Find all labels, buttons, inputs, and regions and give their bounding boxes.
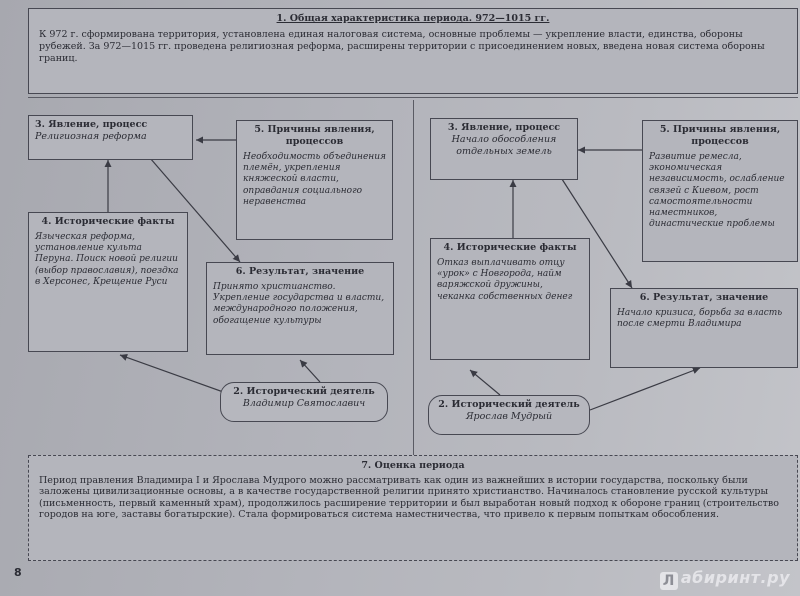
watermark-text: абиринт.ру: [680, 568, 790, 587]
left-phenomenon-title: 3. Явление, процесс: [35, 119, 148, 130]
left-figure-title: 2. Исторический деятель: [233, 386, 375, 397]
left-result-box: 6. Результат, значение Принято христианс…: [206, 262, 394, 355]
right-result-box: 6. Результат, значение Начало кризиса, б…: [610, 288, 798, 368]
right-figure-name: Ярослав Мудрый: [465, 410, 553, 422]
section-1-box: 1. Общая характеристика периода. 972—101…: [28, 8, 798, 94]
left-causes-text: Необходимость объединения племён, укрепл…: [243, 151, 386, 207]
page-number: 8: [14, 566, 22, 579]
left-phenomenon-box: 3. Явление, процесс Религиозная реформа: [28, 115, 193, 160]
section-1-text: К 972 г. сформирована территория, устано…: [39, 28, 765, 64]
section-7-box: 7. Оценка периода Период правления Влади…: [28, 455, 798, 561]
right-facts-title: 4. Исторические факты: [443, 242, 577, 253]
right-phenomenon-text: Начало обособления отдельных земель: [451, 133, 557, 157]
left-result-title: 6. Результат, значение: [235, 266, 365, 277]
right-facts-text: Отказ выплачивать отцу «урок» с Новгород…: [437, 257, 573, 302]
left-result-text: Принято христианство. Укрепление государ…: [213, 281, 385, 326]
right-phenomenon-title: 3. Явление, процесс: [447, 122, 561, 133]
left-phenomenon-text: Религиозная реформа: [35, 130, 147, 142]
section-7-text: Период правления Владимира I и Ярослава …: [39, 474, 779, 521]
right-causes-box: 5. Причины явления, процессов Развитие р…: [642, 120, 798, 262]
right-causes-title: 5. Причины явления, процессов: [659, 124, 781, 147]
left-facts-text: Языческая реформа, установление культа П…: [35, 231, 179, 287]
arrow-left-figure-to-result: [299, 359, 321, 383]
vertical-divider: [413, 100, 414, 455]
left-facts-box: 4. Исторические факты Языческая реформа,…: [28, 212, 188, 352]
section-7-title: 7. Оценка периода: [361, 460, 465, 471]
arrow-left-phenomenon-to-result: [149, 157, 241, 263]
left-causes-box: 5. Причины явления, процессов Необходимо…: [236, 120, 393, 240]
left-figure-name: Владимир Святославич: [242, 397, 366, 409]
left-causes-title: 5. Причины явления, процессов: [254, 124, 375, 147]
horizontal-divider: [28, 97, 798, 98]
arrow-right-figure-to-facts: [469, 369, 501, 396]
right-result-title: 6. Результат, значение: [639, 292, 769, 303]
right-facts-box: 4. Исторические факты Отказ выплачивать …: [430, 238, 590, 360]
right-result-text: Начало кризиса, борьба за власть после с…: [617, 307, 783, 330]
arrow-right-figure-to-result: [589, 367, 701, 411]
right-causes-text: Развитие ремесла, экономическая независи…: [649, 151, 785, 230]
left-facts-title: 4. Исторические факты: [41, 216, 175, 227]
watermark-logo-icon: Л: [659, 572, 678, 590]
right-phenomenon-box: 3. Явление, процесс Начало обособления о…: [430, 118, 578, 180]
left-figure-pill: 2. Исторический деятель Владимир Святосл…: [220, 382, 388, 422]
arrow-right-phenomenon-to-result: [559, 175, 633, 289]
right-figure-pill: 2. Исторический деятель Ярослав Мудрый: [428, 395, 590, 435]
section-1-title: 1. Общая характеристика периода. 972—101…: [276, 13, 550, 24]
right-figure-title: 2. Исторический деятель: [438, 399, 580, 410]
